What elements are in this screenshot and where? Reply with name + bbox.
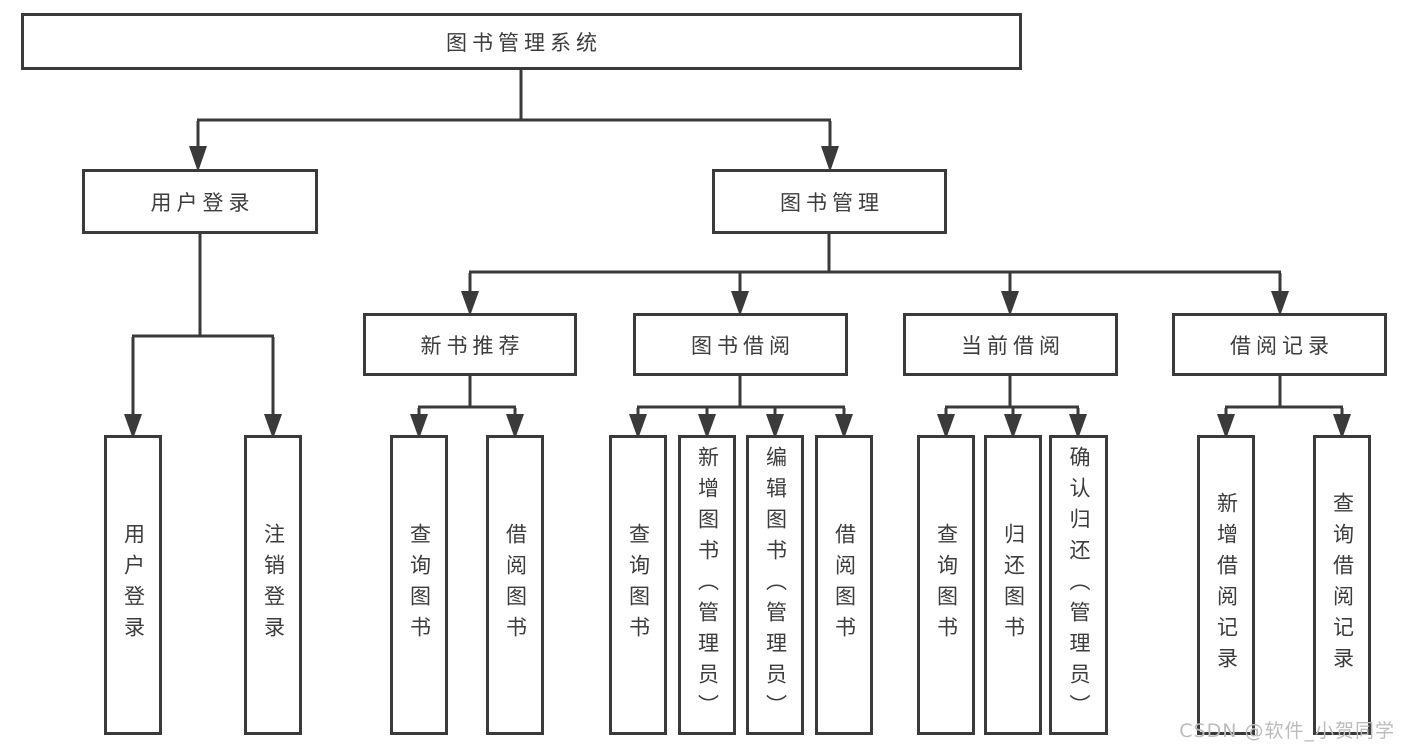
leaf-query-borrow-record: 查询借阅记录 (1313, 435, 1371, 735)
leaf-confirm-return-admin: 确认归还（管理员） (1049, 435, 1108, 735)
node-label: 借阅图书 (503, 523, 528, 647)
node-label: 查询借阅记录 (1330, 492, 1355, 678)
node-label: 用户登录 (121, 523, 146, 647)
node-label: 用户登录 (150, 190, 255, 215)
node-label: 确认归还（管理员） (1067, 445, 1091, 725)
leaf-user-login: 用户登录 (104, 435, 162, 735)
leaf-add-books-admin: 新增图书（管理员） (678, 435, 736, 735)
leaf-query-books-3: 查询图书 (917, 435, 975, 735)
node-label: 图书管理系统 (446, 30, 602, 55)
node-label: 查询图书 (626, 523, 651, 647)
node-label: 图书借阅 (691, 333, 795, 358)
node-label: 当前借阅 (961, 333, 1065, 358)
node-label: 新增图书（管理员） (695, 445, 720, 725)
node-label: 图书管理 (780, 190, 884, 215)
node-system-root: 图书管理系统 (21, 13, 1022, 70)
watermark: CSDN @软件_小贺同学 (1179, 720, 1395, 742)
node-label: 借阅记录 (1230, 333, 1334, 358)
node-label: 注销登录 (261, 523, 286, 647)
leaf-query-books-1: 查询图书 (390, 435, 448, 735)
node-user-login: 用户登录 (82, 169, 318, 234)
node-label: 归还图书 (1001, 523, 1026, 647)
node-book-management: 图书管理 (712, 169, 947, 234)
node-label: 新书推荐 (420, 333, 525, 358)
leaf-return-books: 归还图书 (984, 435, 1042, 735)
leaf-logout-login: 注销登录 (244, 435, 302, 735)
node-label: 新增借阅记录 (1214, 492, 1239, 678)
node-borrowing-records: 借阅记录 (1172, 313, 1387, 376)
leaf-edit-books-admin: 编辑图书（管理员） (746, 435, 804, 735)
node-book-borrowing: 图书借阅 (633, 313, 848, 376)
node-label: 查询图书 (934, 523, 959, 647)
leaf-borrow-books-2: 借阅图书 (815, 435, 873, 735)
node-label: 编辑图书（管理员） (763, 445, 788, 725)
leaf-query-books-2: 查询图书 (609, 435, 667, 735)
leaf-borrow-books-1: 借阅图书 (486, 435, 544, 735)
node-label: 查询图书 (407, 523, 432, 647)
node-new-book-recommend: 新书推荐 (363, 313, 577, 376)
leaf-add-borrow-record: 新增借阅记录 (1197, 435, 1255, 735)
node-current-borrowing: 当前借阅 (903, 313, 1118, 376)
node-label: 借阅图书 (832, 523, 857, 647)
